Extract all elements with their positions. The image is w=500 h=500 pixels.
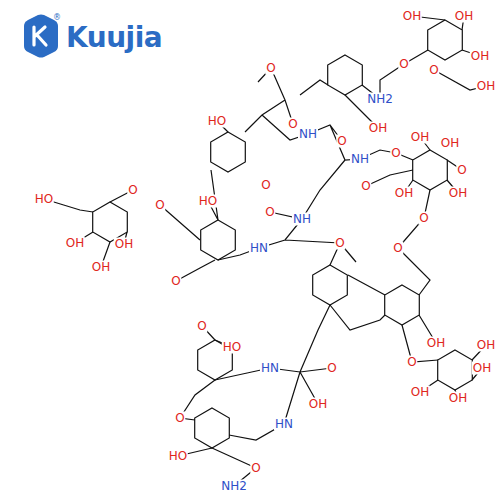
atom-label: OH <box>448 187 468 200</box>
atom-label: O <box>392 242 403 255</box>
atom-label: O <box>196 320 207 333</box>
atom-label: OH <box>454 10 474 23</box>
atom-label: O <box>456 164 467 177</box>
atom-label: OH <box>368 122 388 135</box>
atom-label: OH <box>476 339 496 352</box>
sugar-rings <box>93 20 473 390</box>
atom-label: OH <box>448 392 468 405</box>
logo-text: Kuujia <box>66 21 162 54</box>
atom-label: O <box>360 180 371 193</box>
atom-label: OH <box>65 237 85 250</box>
atom-label: NH <box>298 128 318 141</box>
bond-lines <box>44 16 486 486</box>
atom-label: HN <box>260 362 280 375</box>
atom-label: HN <box>249 242 269 255</box>
atom-label: O <box>418 212 429 225</box>
atom-label: HO <box>34 193 54 206</box>
atom-label: HO <box>198 195 218 208</box>
logo-icon <box>24 15 58 58</box>
atom-label: O <box>170 275 181 288</box>
atom-label: O <box>428 64 439 77</box>
atom-label: OH <box>470 50 490 63</box>
atom-label: O <box>250 462 261 475</box>
atom-label: O <box>154 199 165 212</box>
atom-label: O <box>127 184 138 197</box>
atom-label: HN <box>274 418 294 431</box>
trademark-mark: ® <box>53 13 61 22</box>
atom-label: NH2 <box>366 93 394 106</box>
atom-label: OH <box>440 137 460 150</box>
atom-label: O <box>334 237 345 250</box>
atom-label: NH <box>292 213 312 226</box>
atom-label: O <box>265 62 276 75</box>
atom-label: O <box>287 118 298 131</box>
atom-label: OH <box>410 386 430 399</box>
atom-label: O <box>398 58 409 71</box>
atom-label: O <box>390 147 401 160</box>
atom-label: O <box>260 179 271 192</box>
atom-label: HO <box>222 341 242 354</box>
atom-label: O <box>174 412 185 425</box>
aromatic-rings <box>195 132 420 448</box>
atom-label: HO <box>207 115 227 128</box>
atom-label: OH <box>472 362 492 375</box>
atom-label: OH <box>91 261 111 274</box>
atom-label: O <box>264 206 275 219</box>
atom-label: OH <box>394 187 414 200</box>
atom-label: OH <box>426 337 446 350</box>
atom-label: O <box>406 356 417 369</box>
atom-label: O <box>326 362 337 375</box>
atom-label: OH <box>308 398 328 411</box>
atom-label: O <box>336 135 347 148</box>
atom-label: NH2 <box>220 480 248 493</box>
atom-label: OH <box>476 80 496 93</box>
atom-label: OH <box>402 10 422 23</box>
atom-label: OH <box>114 238 134 251</box>
atom-label: HO <box>168 450 188 463</box>
atom-label: NH <box>350 153 370 166</box>
atom-label: OH <box>410 131 430 144</box>
